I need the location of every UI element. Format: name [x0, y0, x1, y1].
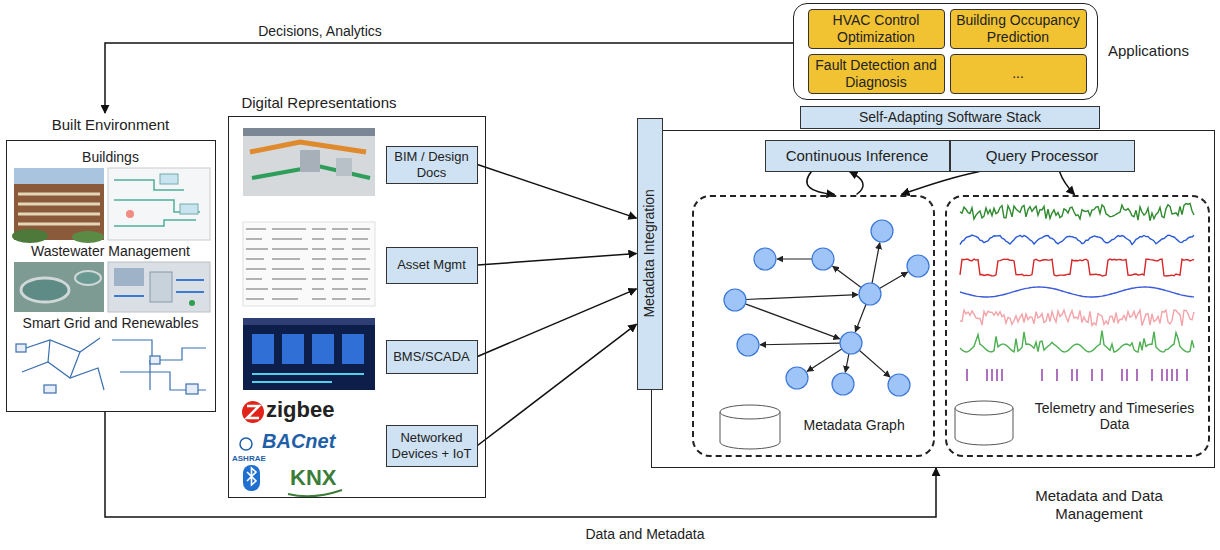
edge-label: Decisions, Analytics	[255, 23, 385, 40]
metadata-graph	[724, 220, 929, 396]
graph-edge	[880, 272, 908, 288]
graph-vertex	[737, 334, 759, 356]
process-box: Asset Mgmt	[386, 247, 478, 284]
graph-edge	[777, 258, 812, 259]
graph-vertex	[724, 289, 746, 311]
graph-edge	[859, 350, 890, 377]
timeseries-line	[960, 259, 1194, 276]
graph-edge	[746, 295, 858, 300]
connector-arrow	[807, 172, 835, 195]
graph-edge	[760, 343, 840, 345]
node-label: Metadata and Data Management	[1024, 487, 1174, 523]
wastewater-photo	[14, 262, 104, 312]
graph-edge	[833, 266, 862, 287]
process-box: Self-Adapting Software Stack	[800, 106, 1100, 129]
bms-screen	[243, 318, 375, 390]
data-store-region: Telemetry and Timeseries Data	[945, 195, 1210, 457]
node-label: Self-Adapting Software Stack	[856, 109, 1044, 126]
process-box: BMS/SCADA	[386, 340, 478, 374]
application-panel: ApplicationsHVAC Control OptimizationBui…	[793, 3, 1098, 100]
graph-edge	[807, 349, 842, 371]
logo-text: ASHRAE	[232, 455, 266, 464]
graph-vertex	[786, 367, 808, 389]
connector-arrow	[478, 165, 637, 219]
node-label: ...	[1009, 65, 1027, 82]
timeseries-line	[960, 331, 1194, 352]
node-label: Fault Detection and Diagnosis	[809, 57, 944, 91]
group-panel: Metadata and Data ManagementMetadata Int…	[651, 130, 1215, 468]
timeseries-line	[960, 310, 1194, 326]
connector-arrow	[850, 172, 864, 195]
timeseries-plot	[960, 203, 1194, 381]
application-box: Fault Detection and Diagnosis	[808, 54, 945, 94]
grid-drawing	[16, 338, 206, 394]
process-box: Query Processor	[950, 140, 1135, 172]
bim-screenshot	[243, 128, 375, 196]
integration-bar: Metadata Integration	[637, 118, 663, 390]
data-store-region: Metadata Graph	[692, 195, 935, 457]
connector-arrow	[902, 172, 980, 195]
graph-vertex	[812, 248, 834, 270]
database-cylinder	[720, 405, 780, 449]
logo-text: BACnet	[262, 430, 335, 452]
application-box: HVAC Control Optimization	[808, 9, 945, 49]
event-ticks	[967, 369, 1187, 381]
graph-vertex	[832, 373, 854, 395]
connector-arrow	[1060, 172, 1075, 195]
timeseries-line	[960, 203, 1194, 220]
node-label: Metadata Integration	[641, 186, 658, 320]
graph-vertex	[840, 332, 862, 354]
node-label: Continuous Inference	[783, 147, 932, 165]
connector-arrow	[478, 254, 637, 266]
connector-arrow	[105, 412, 936, 517]
graph-vertex	[754, 248, 776, 270]
application-box: Building Occupancy Prediction	[950, 9, 1087, 49]
node-label: BIM / Design Docs	[387, 149, 477, 180]
node-label: Digital Representations	[229, 94, 409, 112]
node-label: Asset Mgmt	[394, 257, 469, 273]
graph-vertex	[888, 374, 910, 396]
timeseries-line	[960, 287, 1194, 297]
connector-arrow	[105, 43, 793, 113]
timeseries-line	[960, 235, 1194, 245]
node-label: HVAC Control Optimization	[809, 12, 944, 46]
building-photo	[12, 168, 104, 243]
node-text: Wastewater Management	[7, 243, 214, 260]
application-box: ...	[950, 54, 1087, 94]
building-schematic	[108, 168, 210, 240]
asset-spreadsheet	[243, 222, 375, 306]
node-label: Networked Devices + IoT	[387, 430, 477, 461]
graph-vertex	[907, 255, 929, 277]
logo-text: KNX	[290, 466, 336, 490]
connector-arrow	[478, 289, 637, 357]
scada-screen	[108, 262, 210, 312]
logo-text: zigbee	[266, 398, 334, 422]
group-panel: Built EnvironmentBuildingsWastewater Man…	[6, 140, 216, 412]
graph-vertex	[859, 283, 881, 305]
node-label: Building Occupancy Prediction	[951, 12, 1086, 46]
process-box: BIM / Design Docs	[386, 146, 478, 184]
graph-edge	[745, 304, 839, 339]
database-cylinder	[955, 401, 1013, 445]
node-text: Buildings	[7, 149, 214, 166]
graph-edge	[872, 243, 880, 283]
node-label: Applications	[1108, 42, 1218, 60]
node-label: Metadata Graph	[804, 417, 929, 434]
graph-edge	[845, 354, 849, 372]
process-box: Continuous Inference	[765, 140, 950, 172]
node-label: Telemetry and Timeseries Data	[1025, 400, 1205, 434]
process-box: Networked Devices + IoT	[386, 425, 478, 467]
node-text: Smart Grid and Renewables	[7, 315, 214, 332]
connector-arrow	[478, 324, 637, 445]
graph-vertex	[871, 220, 893, 242]
node-label: Query Processor	[983, 147, 1102, 165]
edge-label: Data and Metadata	[582, 526, 707, 543]
node-label: Built Environment	[7, 116, 214, 134]
node-label: BMS/SCADA	[390, 349, 473, 365]
graph-edge	[855, 304, 866, 332]
